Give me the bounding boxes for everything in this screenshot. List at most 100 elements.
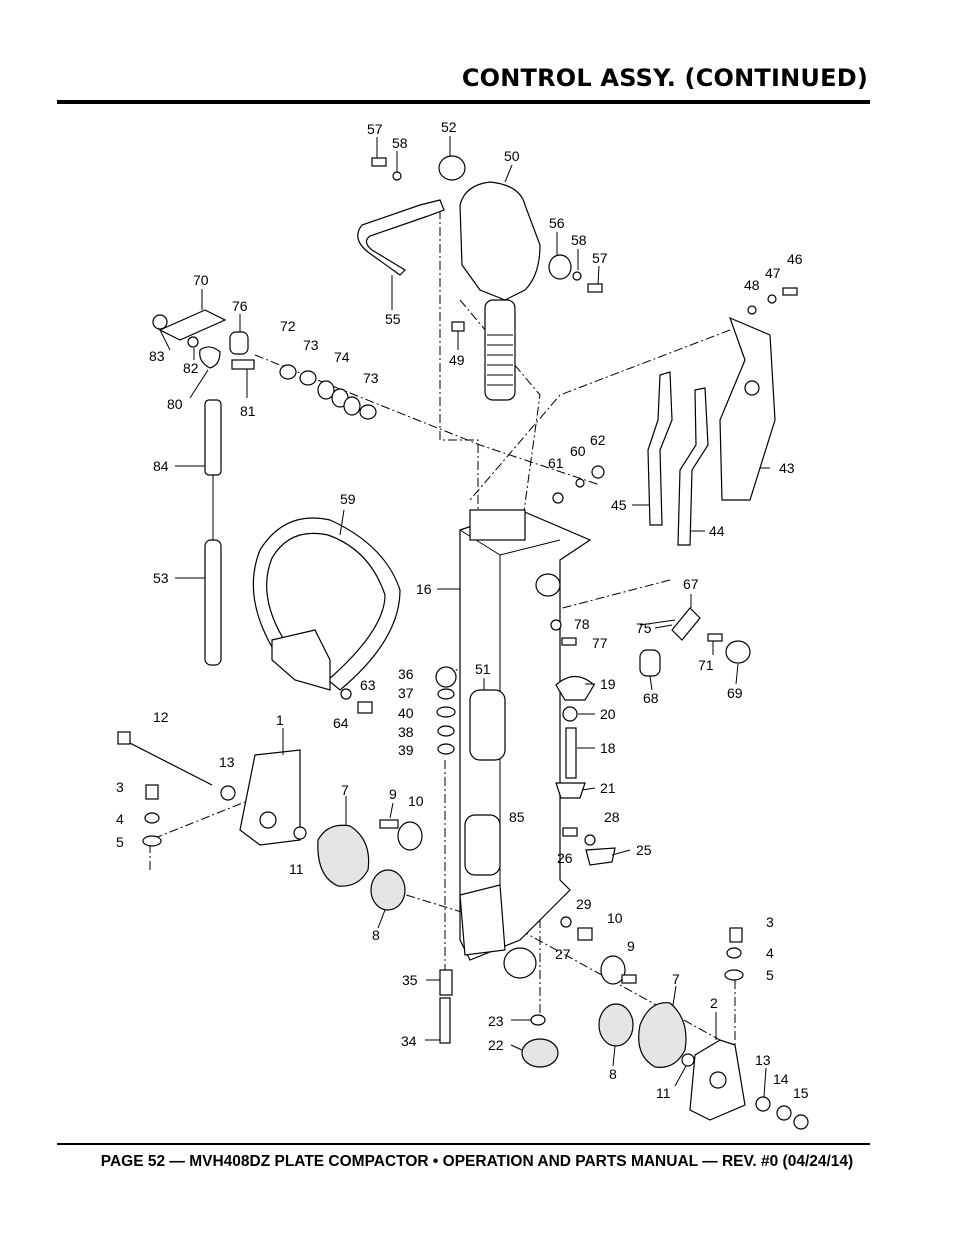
callout: 62 [590, 432, 606, 448]
callout: 51 [475, 661, 491, 677]
callout: 36 [398, 666, 414, 682]
callout: 40 [398, 705, 414, 721]
callout: 39 [398, 742, 414, 758]
callout: 37 [398, 685, 414, 701]
callout: 53 [153, 570, 169, 586]
callout: 43 [779, 460, 795, 476]
callout: 13 [755, 1052, 771, 1068]
wing-nut-21 [555, 782, 586, 799]
callout: 10 [607, 910, 623, 926]
callout: 67 [683, 576, 699, 592]
ball-36 [435, 666, 457, 688]
callout: 60 [570, 443, 586, 459]
callout: 72 [280, 318, 296, 334]
key-49 [451, 321, 465, 332]
callout: 85 [509, 809, 525, 825]
small-hardware [371, 157, 798, 504]
foot-22 [521, 1038, 559, 1068]
callout: 4 [766, 945, 774, 961]
callout: 73 [363, 370, 379, 386]
callout: 3 [766, 914, 774, 930]
callout: 2 [710, 995, 718, 1011]
callout: 5 [116, 834, 124, 850]
cap-10 [397, 821, 423, 851]
callout: 45 [611, 497, 627, 513]
callout: 18 [600, 740, 616, 756]
mount-1 [239, 749, 301, 846]
callout: 8 [372, 927, 380, 943]
isolator-8b [598, 1003, 634, 1047]
callout: 49 [449, 352, 465, 368]
callout: 80 [167, 396, 183, 412]
callout: 59 [340, 491, 356, 507]
damper-7b [638, 1002, 687, 1068]
bracket-70 [158, 309, 227, 341]
callout: 57 [367, 121, 383, 137]
callout: 8 [609, 1066, 617, 1082]
callout: 48 [744, 277, 760, 293]
callout: 81 [240, 403, 256, 419]
callout: 29 [576, 896, 592, 912]
callout: 28 [604, 809, 620, 825]
page-title: CONTROL ASSY. (CONTINUED) [461, 64, 868, 92]
callout: 19 [600, 676, 616, 692]
callout: 70 [193, 272, 209, 288]
callout: 58 [392, 135, 408, 151]
callout: 58 [571, 232, 587, 248]
callout: 71 [698, 657, 714, 673]
callout: 57 [592, 250, 608, 266]
boss-bottom [503, 947, 537, 979]
loop-handle-59 [252, 517, 401, 691]
callout: 84 [153, 458, 169, 474]
callout: 73 [303, 337, 319, 353]
slot-51 [469, 689, 506, 761]
callout: 68 [643, 690, 659, 706]
callout: 38 [398, 724, 414, 740]
callout: 5 [766, 967, 774, 983]
bolt-3 [145, 784, 159, 800]
callout: 22 [488, 1037, 504, 1053]
collar-56 [548, 254, 572, 280]
callout: 46 [787, 251, 803, 267]
washer-82 [187, 336, 199, 348]
callout: 83 [149, 348, 165, 364]
clamp-25 [585, 847, 616, 866]
plate-43 [719, 316, 776, 501]
screw-71 [707, 633, 723, 642]
callout: 50 [504, 148, 520, 164]
callout: 20 [600, 706, 616, 722]
knob-68 [639, 649, 661, 677]
stud-18 [565, 727, 577, 779]
handle-55 [357, 199, 445, 276]
pin-34 [439, 997, 451, 1044]
callout: 16 [416, 581, 432, 597]
washer-11 [293, 826, 307, 840]
nut-23 [530, 1014, 546, 1026]
callout: 12 [153, 709, 169, 725]
callout: 47 [765, 265, 781, 281]
rod-end-80 [199, 346, 221, 369]
callout: 14 [773, 1071, 789, 1087]
spring-plate-45 [647, 371, 673, 526]
bushing-76 [229, 331, 249, 355]
knob-19 [555, 675, 595, 701]
nut-83 [152, 314, 168, 330]
cable-adjuster-84 [204, 399, 222, 476]
slot-85 [464, 814, 501, 876]
callout: 26 [557, 850, 573, 866]
callout: 13 [219, 754, 235, 770]
spring-35 [439, 969, 453, 996]
washer-13 [220, 785, 236, 801]
callout: 77 [592, 635, 608, 651]
callout: 78 [574, 616, 590, 632]
header-rule [57, 100, 870, 104]
callout: 35 [402, 972, 418, 988]
callout: 69 [727, 685, 743, 701]
callout: 3 [116, 779, 124, 795]
callout: 63 [360, 677, 376, 693]
bracket-top [469, 509, 526, 541]
callout: 25 [636, 842, 652, 858]
callout: 64 [333, 715, 349, 731]
bolt-81 [231, 359, 255, 370]
